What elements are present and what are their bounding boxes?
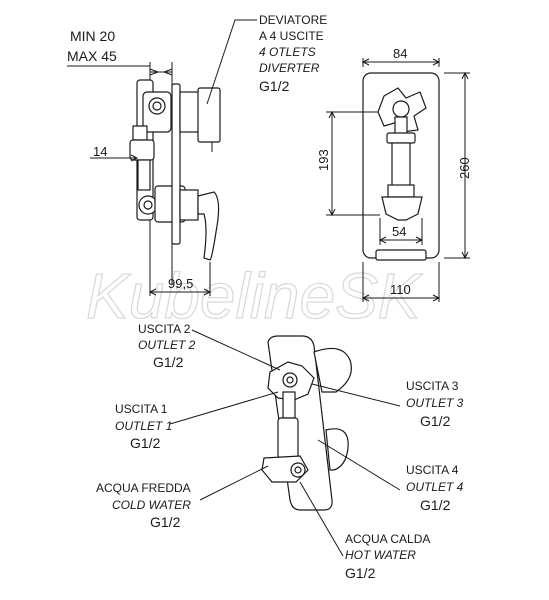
callout-hot-water: ACQUA CALDA HOT WATER G1/2 [299, 481, 430, 581]
svg-text:USCITA 2: USCITA 2 [138, 322, 191, 336]
dim-99-5: 99,5 [168, 276, 193, 291]
max-depth-label: MAX 45 [67, 48, 117, 64]
dim-14: 14 [93, 144, 107, 159]
diverter-label: DEVIATORE A 4 USCITE 4 OTLETS DIVERTER G… [206, 13, 327, 105]
dim-54: 54 [392, 224, 406, 239]
svg-text:USCITA 4: USCITA 4 [406, 463, 459, 477]
callout-cold-water: ACQUA FREDDA COLD WATER G1/2 [96, 465, 269, 530]
watermark: KubelineSK [86, 260, 424, 332]
svg-text:G1/2: G1/2 [420, 413, 451, 429]
svg-text:OUTLET 1: OUTLET 1 [115, 419, 172, 433]
svg-text:G1/2: G1/2 [259, 78, 290, 94]
dim-193: 193 [316, 149, 331, 171]
svg-text:USCITA 3: USCITA 3 [406, 379, 459, 393]
front-view: 84 260 193 54 110 [316, 46, 472, 302]
svg-text:G1/2: G1/2 [150, 514, 181, 530]
svg-text:G1/2: G1/2 [345, 565, 376, 581]
svg-text:USCITA 1: USCITA 1 [115, 402, 168, 416]
svg-text:COLD WATER: COLD WATER [112, 498, 191, 512]
svg-text:ACQUA FREDDA: ACQUA FREDDA [96, 481, 191, 495]
callout-outlet-3: USCITA 3 OUTLET 3 G1/2 [311, 379, 464, 429]
svg-text:OUTLET 2: OUTLET 2 [138, 338, 196, 352]
dim-84: 84 [393, 46, 407, 61]
svg-text:DIVERTER: DIVERTER [259, 61, 320, 75]
svg-text:DEVIATORE: DEVIATORE [259, 13, 327, 27]
side-view: MIN 20 MAX 45 14 [67, 28, 221, 296]
svg-text:HOT WATER: HOT WATER [345, 548, 416, 562]
svg-text:4 OTLETS: 4 OTLETS [259, 45, 316, 59]
isometric-view [261, 335, 352, 511]
svg-text:ACQUA CALDA: ACQUA CALDA [345, 532, 430, 546]
svg-text:OUTLET 3: OUTLET 3 [406, 396, 464, 410]
callout-outlet-2: USCITA 2 OUTLET 2 G1/2 [138, 322, 281, 371]
svg-text:A 4 USCITE: A 4 USCITE [259, 29, 324, 43]
dim-110: 110 [390, 282, 411, 297]
min-depth-label: MIN 20 [70, 28, 115, 44]
svg-text:G1/2: G1/2 [130, 435, 161, 451]
svg-text:OUTLET 4: OUTLET 4 [406, 480, 464, 494]
callout-outlet-1: USCITA 1 OUTLET 1 G1/2 [115, 391, 279, 451]
callout-outlet-4: USCITA 4 OUTLET 4 G1/2 [317, 439, 464, 513]
dim-260: 260 [457, 157, 472, 179]
svg-text:G1/2: G1/2 [420, 497, 451, 513]
svg-text:G1/2: G1/2 [153, 354, 184, 370]
